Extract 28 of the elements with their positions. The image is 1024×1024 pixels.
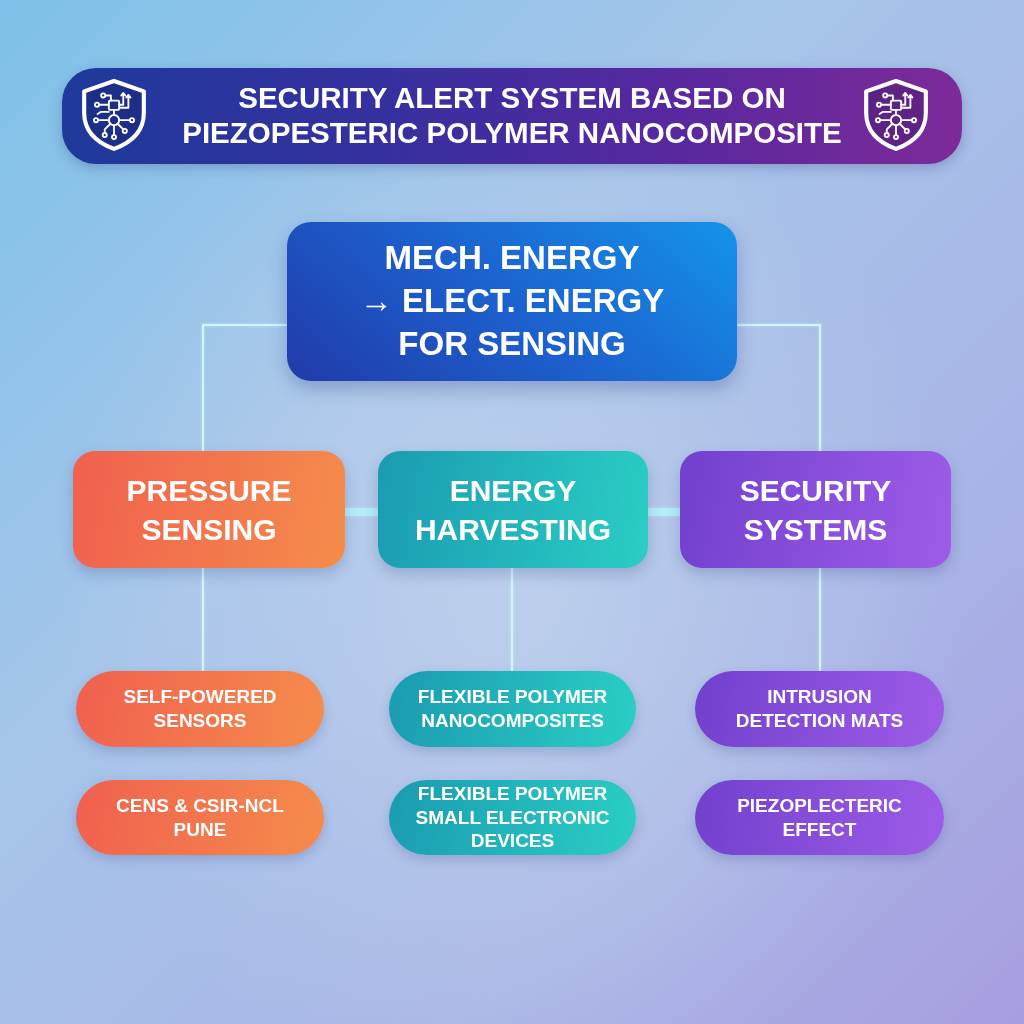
detail-pill (695, 671, 944, 747)
box-label: FLEXIBLE POLYMER NANOCOMPOSITES (416, 685, 609, 733)
category-box (378, 451, 648, 568)
box-label: SECURITY SYSTEMS (738, 472, 893, 548)
detail-pill (76, 780, 324, 855)
connector-line (511, 567, 513, 672)
box-label: PRESSURE SENSING (125, 472, 293, 548)
box-label: SELF-POWERED SENSORS (122, 685, 278, 733)
connector-line (648, 508, 680, 516)
box-label: PIEZOPLECTERIC EFFECT (736, 793, 903, 842)
connector-line (202, 324, 288, 452)
box-label: MECH. ENERGY → ELECT. ENERGY FOR SENSING (359, 238, 665, 364)
category-box (680, 451, 951, 568)
title-text: SECURITY ALERT SYSTEM BASED ON PIEZOPESTERIC POLYMER NANOCOMPOSITE (181, 81, 843, 151)
box-label: FLEXIBLE POLYMER SMALL ELECTRONIC DEVICES (414, 781, 611, 854)
connector-line (819, 567, 821, 672)
connector-line (345, 508, 378, 516)
detail-pill (695, 780, 944, 855)
box-label: CENS & CSIR-NCL PUNE (115, 793, 285, 842)
main-concept-box (287, 222, 737, 381)
detail-pill (76, 671, 324, 747)
category-box (73, 451, 345, 568)
detail-pill (389, 671, 636, 747)
connector-line (736, 324, 821, 452)
connector-line (202, 567, 204, 672)
box-label: ENERGY HARVESTING (413, 472, 613, 548)
detail-pill (389, 780, 636, 855)
box-label: INTRUSION DETECTION MATS (734, 685, 905, 733)
